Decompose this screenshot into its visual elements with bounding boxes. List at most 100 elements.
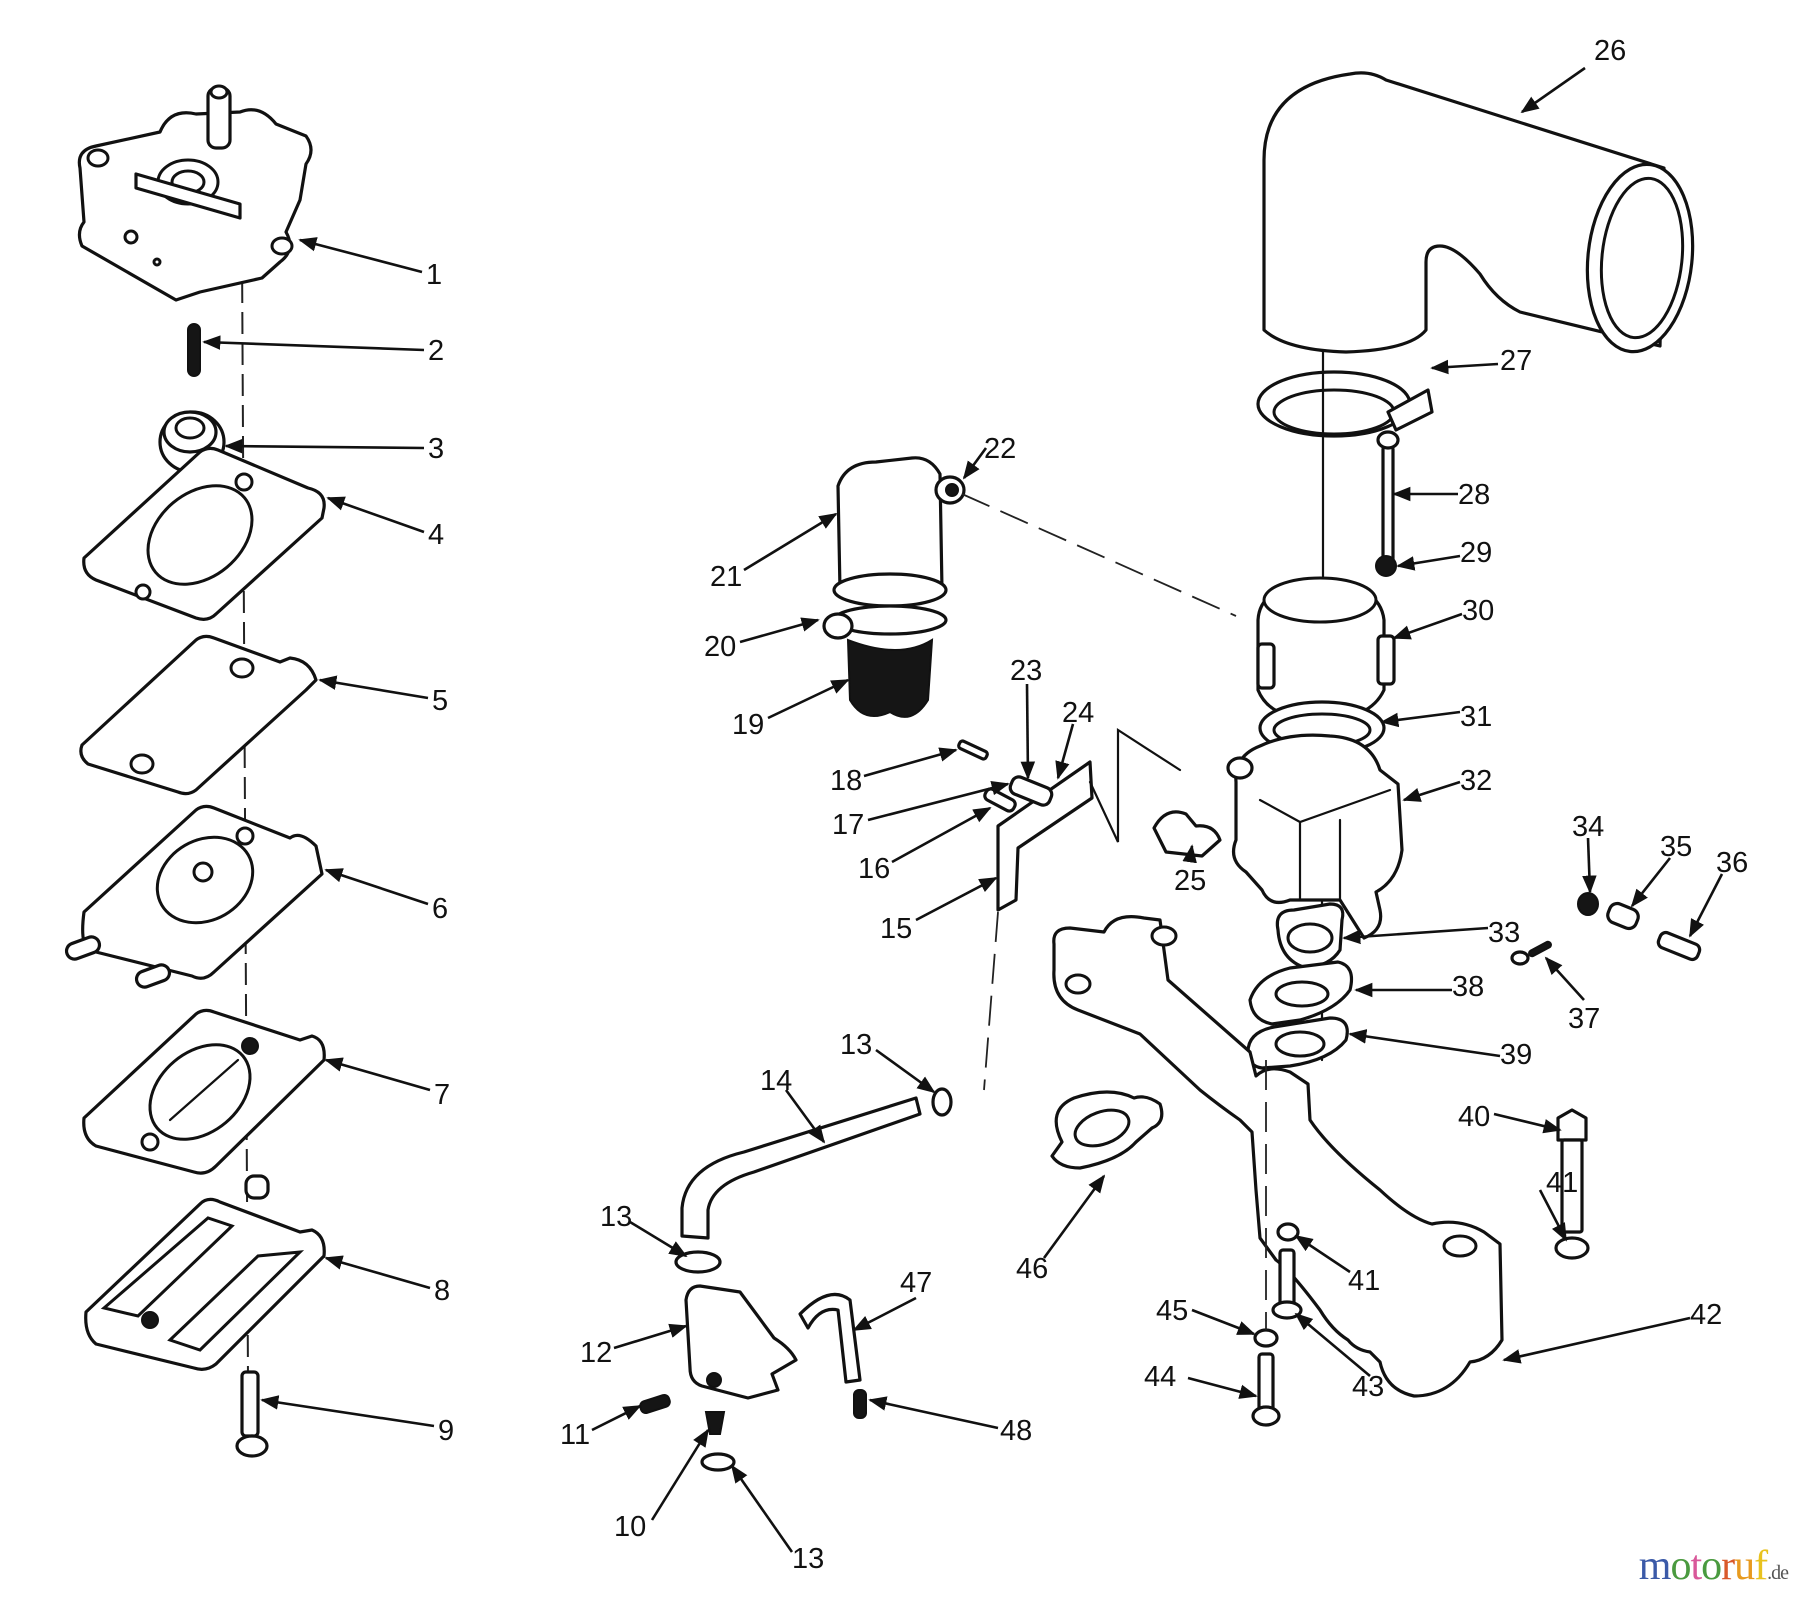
logo-letter: t [1690,1543,1702,1589]
leader-line [1348,1029,1501,1058]
leader-line [324,1255,431,1290]
logo-domain-suffix: .de [1767,1562,1789,1584]
part-37-screw [1510,940,1552,966]
part-44-bolt [1251,1352,1281,1427]
leader-line [1380,710,1461,728]
leader-line [1392,612,1463,640]
motoruf-watermark-logo: motoruf.de [1638,1542,1789,1590]
leader-line [868,1396,999,1430]
leader-line [784,1089,826,1144]
leader-line [915,876,998,922]
leader-line [324,868,429,906]
leader-line [1538,1189,1568,1242]
part-45-washer [1253,1328,1279,1348]
callout-label: 36 [1716,847,1748,879]
callout-label: 37 [1568,1003,1600,1035]
callout-label: 46 [1016,1253,1048,1285]
callout-label: 13 [792,1543,824,1575]
callout-label: 26 [1594,35,1626,67]
part-41-washer-left [1276,1222,1300,1242]
leader-line [1294,1312,1371,1377]
leader-line [739,617,820,644]
leader-line [1055,723,1075,780]
logo-letter: o [1670,1543,1691,1589]
callout-label: 38 [1452,971,1484,1003]
callout-label: 13 [600,1201,632,1233]
leader-line [1020,683,1036,780]
callout-label: 29 [1460,537,1492,569]
leader-line [1191,1308,1256,1336]
part-18-screw [957,739,989,761]
part-47-hose [798,1292,862,1384]
callout-label: 8 [434,1275,450,1307]
part-13-clamp-lower [700,1452,736,1472]
part-43-bolt [1271,1248,1303,1320]
leader-line [730,1464,794,1553]
callout-label: 2 [428,335,444,367]
leader-line [1402,780,1461,802]
callout-label: 41 [1546,1167,1578,1199]
part-33-gasket [1275,902,1345,970]
logo-letter: r [1721,1543,1735,1589]
part-21-filter-housing [832,456,948,608]
leader-line [867,781,1010,822]
callout-label: 41 [1348,1265,1380,1297]
callout-label: 16 [858,853,890,885]
logo-letter: m [1638,1543,1672,1589]
callout-label: 39 [1500,1039,1532,1071]
part-46-gasket [1050,1090,1164,1170]
callout-label: 33 [1488,917,1520,949]
part-22-clip [934,475,966,505]
callout-label: 6 [432,893,448,925]
callout-label: 45 [1156,1295,1188,1327]
part-27-hose-clamp [1256,370,1434,438]
part-13-clamp-upper [931,1087,953,1117]
logo-letter: o [1701,1543,1722,1589]
leader-line [629,1220,688,1258]
callout-label: 4 [428,519,444,551]
part-30-adapter [1256,576,1396,722]
leader-line [613,1323,688,1350]
callout-label: 47 [900,1267,932,1299]
callout-label: 42 [1690,1299,1722,1331]
callout-label: 1 [426,259,442,291]
leader-line [1042,1174,1106,1259]
logo-letter: u [1734,1543,1755,1589]
callout-label: 43 [1352,1371,1384,1403]
part-10-filter-cap [704,1411,726,1435]
logo-wordmark: motoruf [1638,1543,1768,1589]
leader-line [1520,66,1586,114]
leader-line [326,496,425,534]
part-1-pump-cover [77,84,313,302]
callout-label: 44 [1144,1361,1176,1393]
leader-line [260,1395,435,1428]
assembly-line-bracket [983,911,999,1091]
callout-label: 19 [732,709,764,741]
leader-line [863,747,958,778]
leader-line [318,675,429,700]
callout-label: 31 [1460,701,1492,733]
leader-line [852,1296,917,1332]
callout-label: 34 [1572,811,1604,843]
callout-label: 13 [840,1029,872,1061]
part-4-gasket [82,446,326,621]
part-8-base-plate [84,1174,326,1371]
leader-line [1294,1234,1351,1274]
part-2-spring [187,323,201,377]
callout-label: 48 [1000,1415,1032,1447]
leader-line [1630,857,1672,908]
part-32-carburetor [1226,733,1404,940]
part-12-fuel-pump [684,1284,798,1400]
part-34-washer [1577,892,1599,916]
part-6-pump-body [64,804,324,989]
part-20-hose-clamp [822,604,948,640]
callout-label: 17 [832,809,864,841]
callout-label: 14 [760,1065,792,1097]
leader-line [1430,359,1499,375]
callout-label: 7 [434,1079,450,1111]
leader-line [962,447,988,480]
part-5-diaphragm [79,634,318,796]
callout-label: 23 [1010,655,1042,687]
leader-line [591,1404,642,1432]
